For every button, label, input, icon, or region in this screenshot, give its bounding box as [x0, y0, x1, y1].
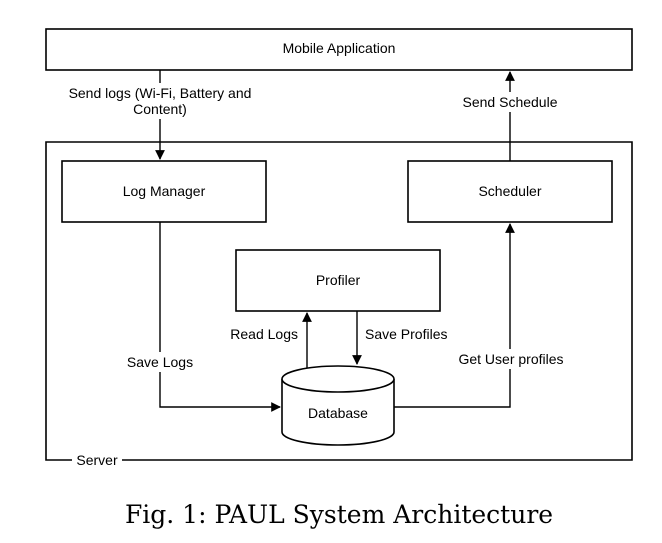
read-logs-label: Read Logs	[230, 326, 298, 342]
log-manager-box	[61, 160, 267, 223]
server-label: Server	[76, 452, 118, 468]
get-user-profiles-label: Get User profiles	[458, 351, 563, 367]
profiler-label: Profiler	[316, 272, 361, 288]
scheduler-label: Scheduler	[478, 183, 541, 199]
save-logs-arrow	[159, 222, 281, 412]
figure-caption: Fig. 1: PAUL System Architecture	[125, 500, 553, 529]
send-logs-label-line2: Content)	[133, 101, 187, 117]
save-profiles-label: Save Profiles	[365, 326, 447, 342]
mobile-application-label: Mobile Application	[283, 40, 396, 56]
save-logs-label: Save Logs	[127, 354, 193, 370]
profiler-box	[235, 249, 441, 312]
database-label: Database	[308, 405, 368, 421]
server-boundary	[45, 141, 633, 461]
get-user-profiles-label-bg	[452, 349, 570, 369]
send-logs-label-line1: Send logs (Wi-Fi, Battery and	[69, 85, 252, 101]
get-user-profiles-arrow	[394, 223, 515, 408]
send-logs-label-bg	[62, 83, 262, 119]
database-cylinder	[281, 365, 395, 446]
log-manager-label: Log Manager	[123, 183, 206, 199]
send-schedule-label: Send Schedule	[463, 94, 558, 110]
send-schedule-label-bg	[455, 92, 565, 112]
mobile-application-box	[45, 28, 633, 71]
save-logs-label-bg	[122, 352, 198, 372]
